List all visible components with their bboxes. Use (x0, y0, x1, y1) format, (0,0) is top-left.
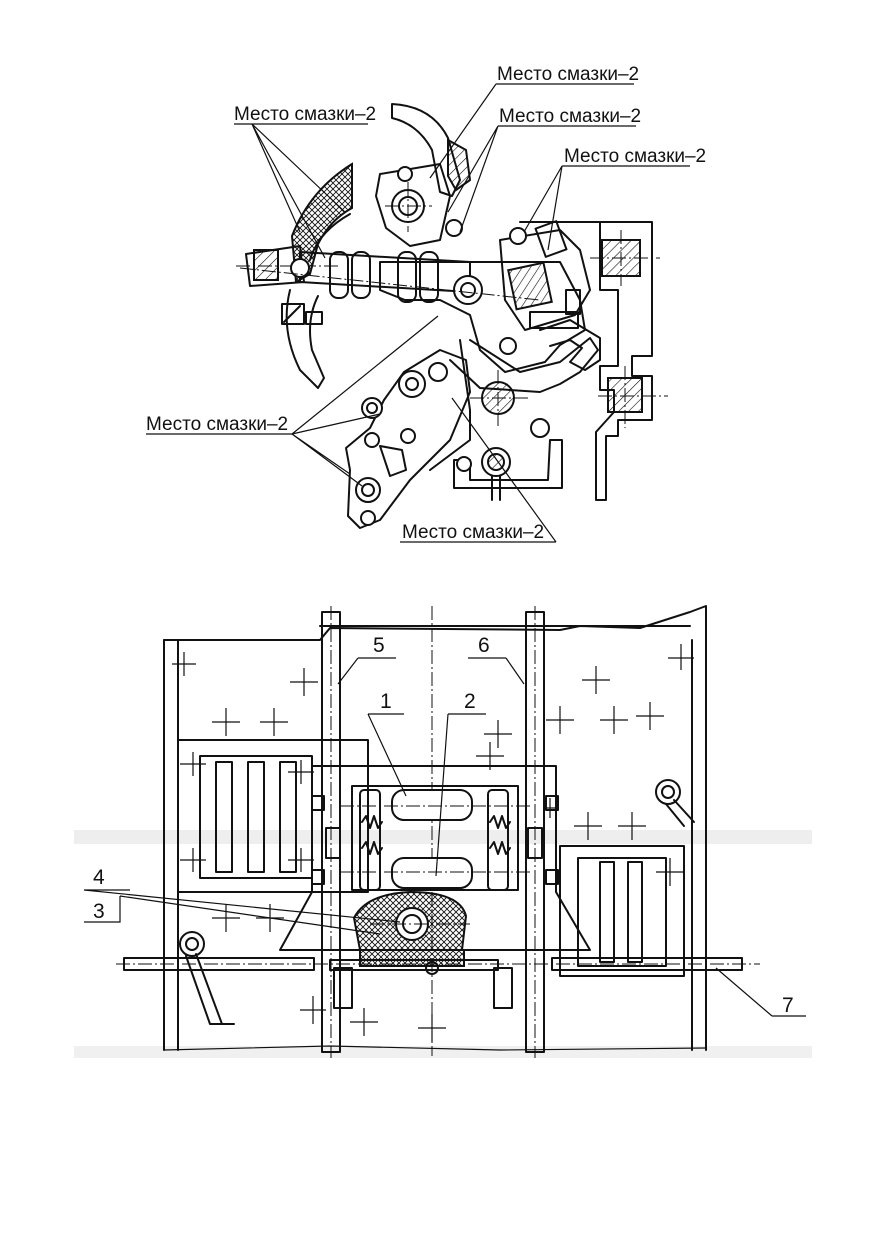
position-label-2: 2 (464, 690, 476, 713)
roller (391, 857, 473, 889)
position-leaders (83, 657, 806, 1017)
lubrication-leaders (146, 83, 690, 543)
spring (489, 815, 511, 855)
position-label-3: 3 (93, 900, 105, 923)
position-label-1: 1 (380, 690, 392, 713)
callout-lubrication-point: Место смазки–2 (499, 106, 641, 127)
callout-lubrication-point: Место смазки–2 (402, 522, 544, 543)
callout-lubrication-point: Место смазки–2 (497, 64, 639, 85)
callout-lubrication-point: Место смазки–2 (564, 146, 706, 167)
position-label-4: 4 (93, 866, 105, 889)
spring (361, 815, 383, 855)
position-label-5: 5 (373, 634, 385, 657)
position-label-7: 7 (782, 994, 794, 1017)
roller (391, 789, 473, 821)
callout-lubrication-point: Место смазки–2 (146, 414, 288, 435)
mechanism-view: Место смазки–2 Место смазки–2 Место смаз… (146, 64, 706, 543)
callout-lubrication-point: Место смазки–2 (234, 104, 376, 125)
position-label-6: 6 (478, 634, 490, 657)
assembly-view: 5 6 1 2 4 3 7 (74, 605, 812, 1058)
